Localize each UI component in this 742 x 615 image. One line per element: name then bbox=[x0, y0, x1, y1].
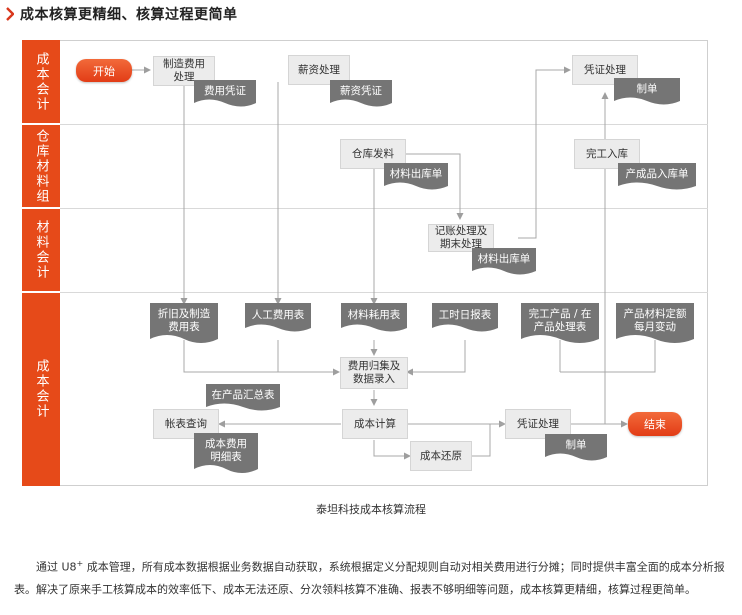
finished-goods-receipt-doc: 产成品入库单 bbox=[618, 163, 696, 191]
section-title: 成本核算更精细、核算过程更简单 bbox=[20, 7, 238, 23]
material-issue-doc: 材料出库单 bbox=[384, 163, 448, 191]
paragraph-body: 成本管理，所有成本数据根据业务数据自动获取，系统根据定义分配规则自动对相关费用进… bbox=[14, 560, 725, 596]
labor-cost-doc: 人工费用表 bbox=[245, 303, 311, 333]
work-hours-doc: 工时日报表 bbox=[432, 303, 498, 333]
finished-goods-receipt-label: 产成品入库单 bbox=[625, 167, 689, 180]
cost-restore-box: 成本还原 bbox=[410, 441, 472, 471]
diagram-caption: 泰坦科技成本核算流程 bbox=[316, 503, 426, 516]
end-terminal: 结束 bbox=[628, 412, 682, 436]
lane-label: 成本会计 bbox=[33, 52, 49, 112]
lane-label: 仓库材料组 bbox=[33, 128, 49, 204]
lane-label: 材料会计 bbox=[33, 220, 49, 280]
lane-divider bbox=[22, 208, 708, 209]
depreciation-expense-label: 折旧及制造 费用表 bbox=[157, 308, 211, 333]
material-quota-doc: 产品材料定额 每月变动 bbox=[616, 303, 694, 345]
cost-detail-doc: 成本费用 明细表 bbox=[194, 433, 258, 475]
wip-summary-doc: 在产品汇总表 bbox=[206, 384, 280, 412]
cost-detail-label: 成本费用 明细表 bbox=[205, 438, 247, 463]
lane-label: 成本会计 bbox=[33, 359, 49, 419]
make-voucher-doc-bottom: 制单 bbox=[545, 434, 607, 462]
expense-voucher-label: 费用凭证 bbox=[204, 84, 246, 97]
wip-processing-label: 完工产品 / 在 产品处理表 bbox=[528, 308, 592, 333]
paragraph-superscript: + bbox=[76, 559, 84, 568]
description-paragraph: 通过 U8+ 成本管理，所有成本数据根据业务数据自动获取，系统根据定义分配规则自… bbox=[14, 553, 736, 601]
make-voucher-label-bottom: 制单 bbox=[565, 438, 587, 451]
wip-summary-label: 在产品汇总表 bbox=[211, 388, 275, 401]
wip-processing-doc: 完工产品 / 在 产品处理表 bbox=[521, 303, 599, 345]
material-usage-doc: 材料耗用表 bbox=[341, 303, 407, 333]
lane-cost-accounting-bottom: 成本会计 bbox=[22, 292, 60, 486]
material-quota-label: 产品材料定额 每月变动 bbox=[623, 308, 687, 333]
expense-voucher-doc: 费用凭证 bbox=[194, 80, 256, 108]
section-heading: 成本核算更精细、核算过程更简单 bbox=[6, 4, 238, 24]
work-hours-label: 工时日报表 bbox=[438, 308, 492, 321]
lane-divider bbox=[22, 124, 708, 125]
start-terminal: 开始 bbox=[76, 59, 132, 82]
lane-header-gap bbox=[22, 291, 60, 293]
lane-divider bbox=[22, 292, 708, 293]
lane-header-gap bbox=[22, 207, 60, 209]
cost-calculation-box: 成本计算 bbox=[342, 409, 408, 439]
cost-collection-box: 费用归集及 数据录入 bbox=[340, 357, 408, 389]
material-issue-doc-2: 材料出库单 bbox=[472, 248, 536, 276]
lane-warehouse-materials: 仓库材料组 bbox=[22, 124, 60, 208]
make-voucher-doc-top: 制单 bbox=[614, 78, 680, 106]
lane-header-gap bbox=[22, 123, 60, 125]
paragraph-lead: 通过 U8 bbox=[36, 560, 77, 574]
material-issue-label-2: 材料出库单 bbox=[477, 252, 531, 265]
salary-voucher-doc: 薪资凭证 bbox=[330, 80, 392, 108]
lane-material-accounting: 材料会计 bbox=[22, 208, 60, 292]
depreciation-expense-doc: 折旧及制造 费用表 bbox=[150, 303, 218, 345]
chevron-right-icon bbox=[6, 7, 14, 21]
salary-voucher-label: 薪资凭证 bbox=[340, 84, 382, 97]
material-usage-label: 材料耗用表 bbox=[347, 308, 401, 321]
make-voucher-label: 制单 bbox=[636, 82, 658, 95]
lane-cost-accounting-top: 成本会计 bbox=[22, 40, 60, 124]
labor-cost-label: 人工费用表 bbox=[251, 308, 305, 321]
material-issue-label: 材料出库单 bbox=[389, 167, 443, 180]
posting-period-end-box: 记账处理及 期末处理 bbox=[428, 224, 494, 252]
